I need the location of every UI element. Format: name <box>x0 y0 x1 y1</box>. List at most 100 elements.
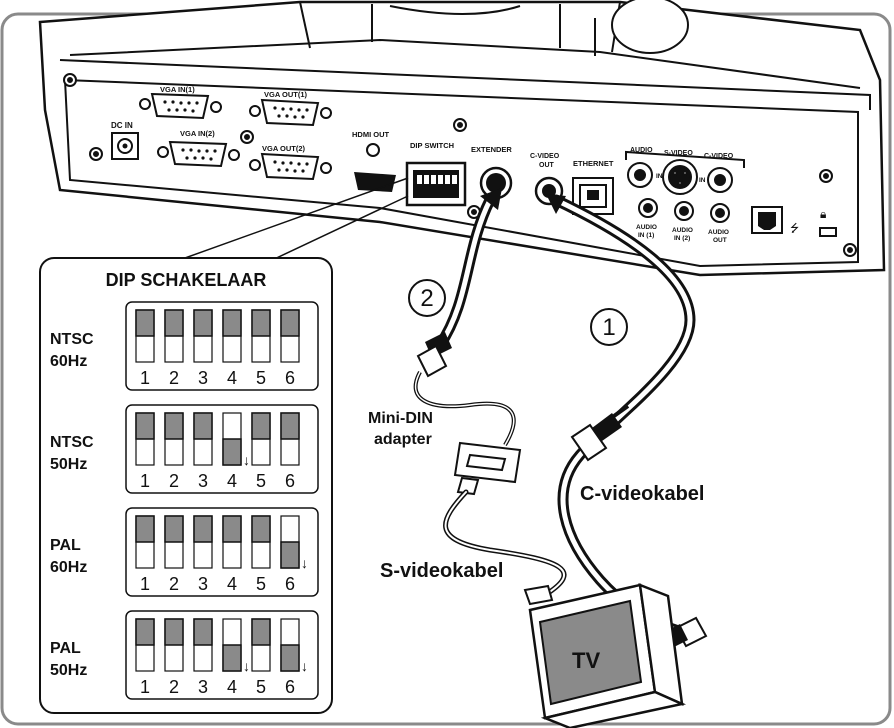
arrow-down-icon: ↓ <box>301 658 308 674</box>
lock-icon: 🔒︎ <box>820 207 826 221</box>
cvideo-arrow <box>546 194 566 214</box>
av-ports <box>627 159 733 223</box>
dip-callout-lines <box>184 177 409 263</box>
label-vga-in1: VGA IN(1) <box>160 85 195 94</box>
dip-switch-number: 2 <box>169 574 179 594</box>
mini-din-label-2: adapter <box>374 431 432 448</box>
dip-switch-number: 6 <box>285 471 295 491</box>
dip-switch-knob-up <box>135 515 155 543</box>
dip-switch-number: 3 <box>198 574 208 594</box>
dip-switch-knob-up <box>193 309 213 337</box>
dip-switch-knob-down <box>280 644 300 672</box>
dc-in-port <box>111 132 139 160</box>
ethernet-port <box>572 177 614 215</box>
dip-switch-number: 5 <box>256 368 266 388</box>
dip-switch-knob-up <box>135 412 155 440</box>
dip-switch-knob-up <box>164 618 184 646</box>
label-vga-in2: VGA IN(2) <box>180 129 215 138</box>
extender-arrow <box>480 188 502 210</box>
step-2-badge: 2 <box>408 279 446 317</box>
dip-switch-number: 6 <box>285 368 295 388</box>
label-av-audio: AUDIO <box>630 147 653 154</box>
label-vga-out2: VGA OUT(2) <box>262 144 306 153</box>
dip-switch-knob-down <box>280 541 300 569</box>
dip-mode-line1: NTSC <box>50 434 94 451</box>
usb-icon: ⭍ <box>790 222 799 235</box>
lock-slot: 🔒︎ <box>819 207 837 237</box>
label-av-svideo: S-VIDEO <box>664 150 693 157</box>
dip-switch-number: 1 <box>140 574 150 594</box>
dip-switch-knob-up <box>193 412 213 440</box>
dip-switch-knob-up <box>164 412 184 440</box>
tv-icon: TV <box>528 583 687 728</box>
mini-din-plug <box>416 332 452 378</box>
svideo-cable <box>443 489 567 598</box>
dip-switch-knob-up <box>135 309 155 337</box>
step-2-label: 2 <box>420 285 433 312</box>
dip-mode-line2: 60Hz <box>50 353 87 370</box>
arrow-down-icon: ↓ <box>243 452 250 468</box>
av-bracket <box>625 150 745 168</box>
hdmi-port <box>354 143 396 192</box>
mini-din-adapter-box <box>453 441 522 496</box>
dip-switch-number: 5 <box>256 471 266 491</box>
svideo-cable-label: S-videokabel <box>380 560 503 582</box>
arrow-down-icon: ↓ <box>301 555 308 571</box>
dip-switch-knob-up <box>280 412 300 440</box>
dip-mode-line1: NTSC <box>50 331 94 348</box>
dip-switch-knob-down <box>222 438 242 466</box>
dip-mode-line1: PAL <box>50 537 81 554</box>
step-1-badge: 1 <box>590 308 628 346</box>
label-dip-switch: DIP SWITCH <box>410 141 454 150</box>
extender-cable <box>434 194 496 351</box>
dip-switch-knob-up <box>251 412 271 440</box>
dip-switch-number: 3 <box>198 471 208 491</box>
label-audio-in2-a: AUDIO <box>672 227 693 234</box>
dip-switch-number: 2 <box>169 677 179 697</box>
label-svideo-in: IN <box>656 173 663 180</box>
svideo-plug <box>523 584 554 606</box>
label-av-cvideo: C-VIDEO <box>704 153 734 160</box>
dip-switch-knob-up <box>135 618 155 646</box>
dip-switch-knob-down <box>222 644 242 672</box>
dip-switch-number: 4 <box>227 677 237 697</box>
arrow-down-icon: ↓ <box>243 658 250 674</box>
vga-pins <box>163 100 309 173</box>
label-cvideo-in: IN <box>699 177 706 184</box>
mini-din-label-1: Mini-DIN <box>368 410 433 427</box>
cvideo-cable-label: C-videokabel <box>580 483 704 505</box>
usb-port: ⭍ <box>751 206 799 235</box>
dip-switch-knob-up <box>193 618 213 646</box>
dip-switch-knob-up <box>251 309 271 337</box>
dip-switch-knob-up <box>164 515 184 543</box>
dip-switch-number: 3 <box>198 677 208 697</box>
cvideo-plug-top <box>570 404 630 462</box>
dip-switch-knob-up <box>222 309 242 337</box>
adapter-cable <box>413 371 516 447</box>
label-dc-in: DC IN <box>111 121 133 130</box>
dip-switch-number: 1 <box>140 471 150 491</box>
label-vga-out1: VGA OUT(1) <box>264 90 308 99</box>
dip-switch-port <box>405 161 467 207</box>
dip-switch-number: 2 <box>169 471 179 491</box>
label-ethernet: ETHERNET <box>573 159 614 168</box>
label-audio-in1-b: IN (1) <box>638 232 654 239</box>
label-audio-out-b: OUT <box>713 237 727 244</box>
dip-switch-number: 3 <box>198 368 208 388</box>
label-cvideo-out-1: C-VIDEO <box>530 153 560 160</box>
dip-switch-number: 2 <box>169 368 179 388</box>
dip-switch-knob-up <box>251 618 271 646</box>
step-1-label: 1 <box>602 314 615 341</box>
vga-ports <box>139 92 332 181</box>
panel-labels: DC IN VGA IN(1) VGA IN(2) VGA OUT(1) VGA… <box>111 85 734 244</box>
dip-panel-title: DIP SCHAKELAAR <box>106 270 267 290</box>
dip-switch-number: 5 <box>256 574 266 594</box>
dip-switch-knob-up <box>193 515 213 543</box>
dip-mode-line2: 50Hz <box>50 662 87 679</box>
